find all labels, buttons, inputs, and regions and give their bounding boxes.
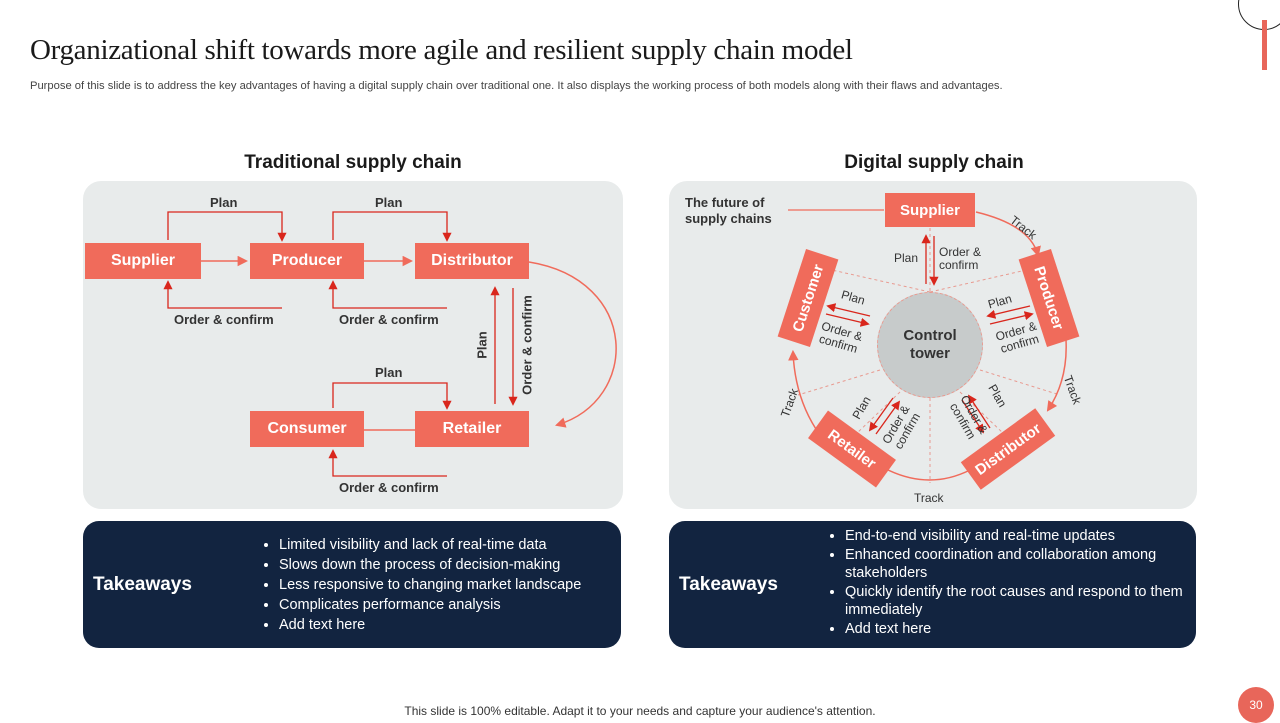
list-item: Limited visibility and lack of real-time… [279, 535, 624, 555]
control-tower: Control tower [877, 292, 983, 398]
list-item: Quickly identify the root causes and res… [845, 583, 1185, 620]
digital-track-label: Track [914, 491, 944, 505]
traditional-takeaways-box: Takeaways Limited visibility and lack of… [83, 521, 621, 648]
list-item: End-to-end visibility and real-time upda… [845, 527, 1185, 546]
traditional-plan-label: Plan [375, 195, 403, 210]
list-item: Slows down the process of decision-makin… [279, 555, 624, 575]
decorative-accent-bar [1262, 20, 1267, 70]
list-item: Add text here [845, 620, 1185, 639]
list-item: Complicates performance analysis [279, 595, 624, 615]
future-note: The future of supply chains [685, 195, 772, 226]
traditional-plan-label: Plan [375, 365, 403, 380]
digital-takeaways-box: Takeaways End-to-end visibility and real… [669, 521, 1196, 648]
traditional-takeaways-list: Limited visibility and lack of real-time… [259, 535, 624, 635]
slide-title: Organizational shift towards more agile … [30, 34, 853, 66]
page-number: 30 [1238, 687, 1274, 723]
traditional-node-distributor: Distributor [415, 243, 529, 279]
list-item: Less responsive to changing market lands… [279, 575, 624, 595]
traditional-title: Traditional supply chain [244, 152, 462, 173]
list-item: Add text here [279, 615, 624, 635]
traditional-panel [83, 181, 623, 509]
footer-note: This slide is 100% editable. Adapt it to… [404, 704, 876, 718]
traditional-order-label: Order & confirm [339, 312, 439, 327]
traditional-order-label: Order & confirm [339, 480, 439, 495]
digital-takeaways-list: End-to-end visibility and real-time upda… [825, 527, 1185, 638]
list-item: Enhanced coordination and collaboration … [845, 546, 1185, 583]
traditional-node-retailer: Retailer [415, 411, 529, 447]
traditional-node-supplier: Supplier [85, 243, 201, 279]
traditional-takeaways-heading: Takeaways [93, 574, 192, 595]
traditional-node-producer: Producer [250, 243, 364, 279]
slide-subtitle: Purpose of this slide is to address the … [30, 80, 1003, 92]
traditional-plan-label: Plan [210, 195, 238, 210]
traditional-bracket-arrows [163, 211, 518, 477]
digital-order-label: Order & confirm [939, 245, 982, 272]
digital-dashed-spokes [797, 228, 1061, 483]
digital-node-supplier: Supplier [885, 193, 975, 227]
traditional-node-consumer: Consumer [250, 411, 364, 447]
traditional-flow-arrows [201, 255, 617, 431]
digital-double-arrows [825, 234, 1034, 435]
digital-takeaways-heading: Takeaways [679, 574, 778, 595]
digital-plan-label: Plan [894, 251, 919, 265]
digital-title: Digital supply chain [844, 152, 1024, 173]
traditional-order-label: Order & confirm [174, 312, 274, 327]
